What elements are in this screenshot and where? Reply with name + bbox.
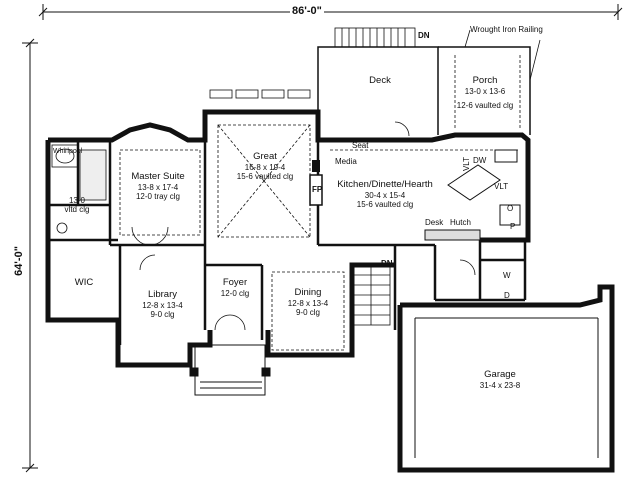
seat-tag: Seat [352, 141, 369, 150]
door-swings [131, 121, 476, 331]
room-library: Library 12-8 x 13-4 9-0 clg [142, 289, 183, 320]
whirlpool-label: Whirlpool [53, 148, 83, 155]
vlt-tag-2: VLT [494, 182, 509, 191]
pantry-tag: P [510, 222, 516, 231]
room-bath: 13-0 vltd clg [64, 196, 90, 215]
front-stoop [189, 344, 271, 396]
deck-stair-dn: DN [418, 31, 430, 40]
deck-porch [317, 27, 541, 135]
fireplace [309, 174, 323, 206]
hutch-tag: Hutch [450, 218, 471, 227]
kitchen-island [447, 149, 521, 226]
fp-tag: FP [312, 185, 323, 194]
desk-counter [424, 229, 481, 241]
dryer-tag: D [504, 291, 510, 300]
room-deck: Deck [369, 75, 391, 86]
width-dimension-line [38, 4, 623, 20]
room-great: Great 16-8 x 19-4 15-6 vaulted clg [236, 151, 294, 182]
vlt-tag-1: VLT [462, 156, 472, 172]
room-garage: Garage 31-4 x 23-8 [479, 369, 521, 390]
desk-tag: Desk [425, 218, 444, 227]
media-tag: Media [335, 157, 357, 166]
room-master-suite: Master Suite 13-8 x 17-4 12-0 tray clg [131, 171, 185, 202]
room-porch: Porch 13-0 x 13-6 12-6 vaulted clg [456, 75, 514, 111]
room-kitchen: Kitchen/Dinette/Hearth 30-4 x 15-4 15-6 … [337, 179, 433, 210]
center-stair [351, 264, 391, 326]
room-wic: WIC [74, 277, 94, 288]
media-unit [312, 160, 320, 172]
overall-depth: 64'-0" [12, 246, 25, 276]
room-dining: Dining 12-8 x 13-4 9-0 clg [287, 287, 329, 318]
garage-walls [397, 284, 615, 473]
washer-tag: W [503, 271, 511, 280]
dw-tag: DW [473, 156, 487, 165]
bath-fixtures [51, 144, 107, 234]
room-foyer: Foyer 12-0 clg [220, 277, 250, 298]
depth-dimension-line [22, 38, 38, 473]
oven-tag: O [507, 204, 514, 213]
clerestory-windows [209, 89, 311, 99]
overall-width: 86'-0" [290, 5, 324, 17]
railing-callout: Wrought Iron Railing [470, 25, 543, 34]
stair-dn: DN [381, 259, 393, 268]
